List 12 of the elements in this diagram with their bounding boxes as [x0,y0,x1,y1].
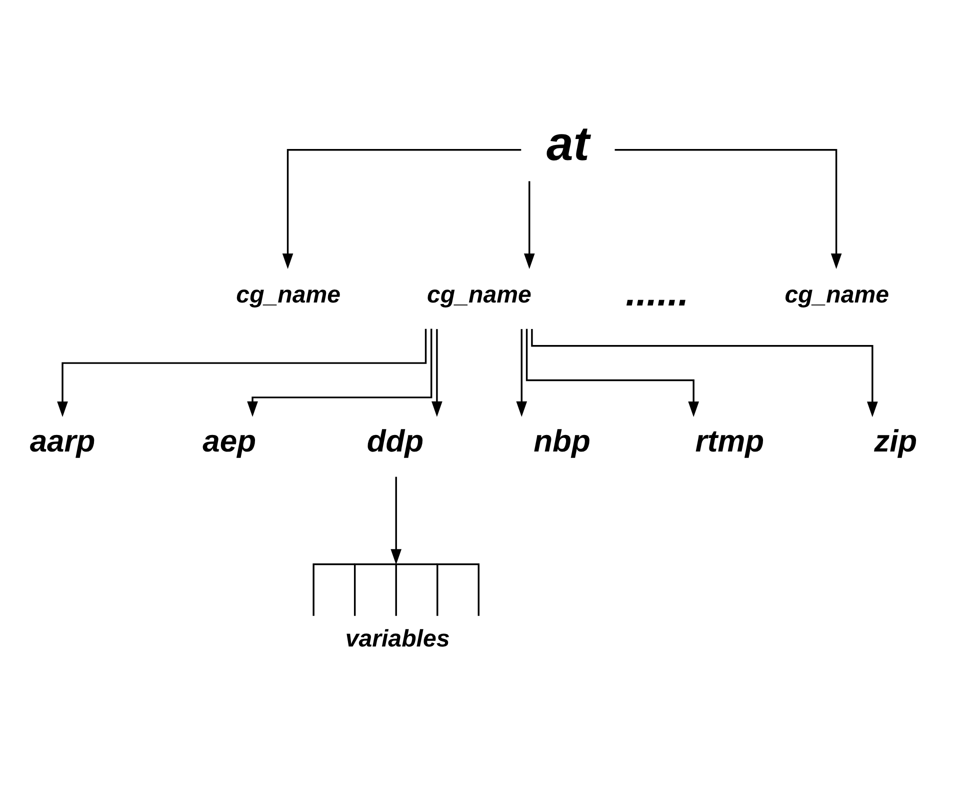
node-text: aarp [29,422,95,458]
node-text: rtmp [694,422,764,458]
node-text: cg_name [426,280,531,308]
node-text: at [546,116,589,170]
node-text: cg_name [784,280,889,308]
node-text: nbp [533,422,590,458]
node-text: ddp [366,422,424,458]
label: ...... [625,272,688,314]
node-text: zip [874,422,917,458]
node-text: aep [202,422,256,458]
node-text: cg_name [236,280,340,308]
node-text: variables [344,624,450,652]
